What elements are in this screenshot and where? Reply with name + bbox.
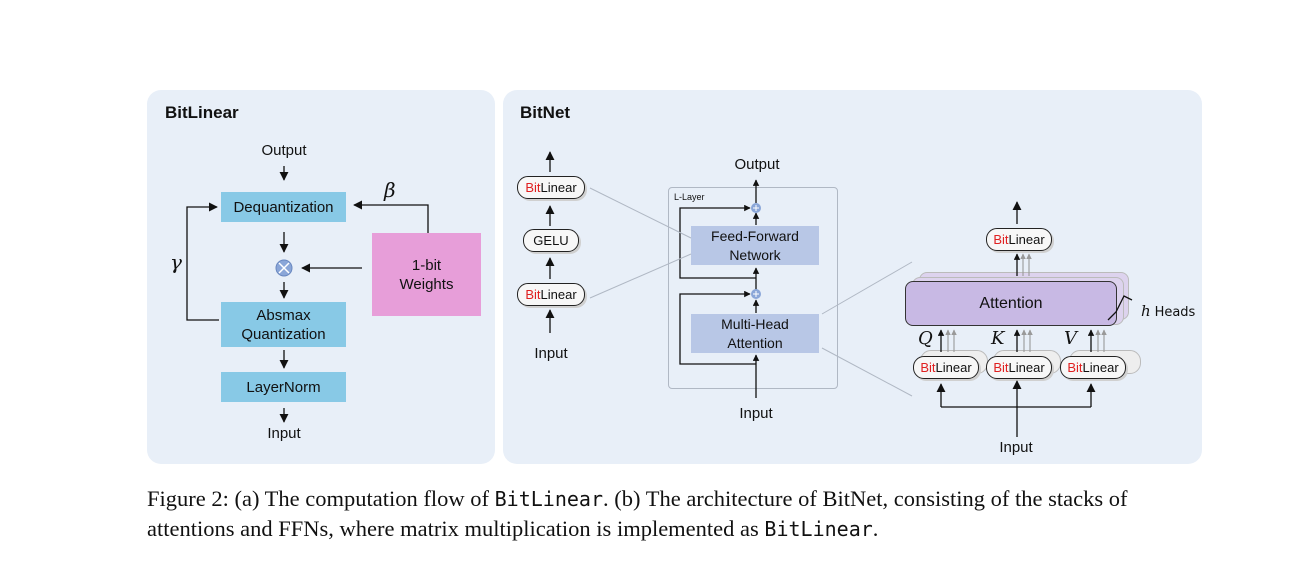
figure-caption: Figure 2: (a) The computation flow of Bi… xyxy=(147,484,1217,544)
h-symbol: h xyxy=(1141,302,1151,320)
k-symbol: K xyxy=(991,328,1005,349)
l-layer-text: L-Layer xyxy=(674,192,705,202)
bitlinear-input-label: Input xyxy=(267,425,301,442)
layernorm-box: LayerNorm xyxy=(221,372,346,402)
ffn-input-label: Input xyxy=(534,345,568,362)
bitlinear-panel-title: BitLinear xyxy=(165,103,239,122)
caption-part2: . (b) The architecture of BitNet, consis… xyxy=(147,486,1128,541)
caption-part1: Figure 2: (a) The computation flow of xyxy=(147,486,495,511)
feed-forward-network-box: Feed-Forward Network xyxy=(691,226,819,265)
bitnet-panel-title: BitNet xyxy=(520,103,571,122)
stack-input-label: Input xyxy=(739,405,773,422)
l-layer-label: L-Layer xyxy=(674,192,705,202)
mha-line1: Multi-Head xyxy=(721,315,789,332)
attention-input-label: Input xyxy=(999,439,1033,456)
heads-label: h Heads xyxy=(1141,302,1195,320)
absmax-quantization-box: Absmax Quantization xyxy=(221,302,346,347)
absmax-line1: Absmax xyxy=(256,306,311,324)
linear-suffix: Linear xyxy=(935,360,972,375)
multi-head-attention-box: Multi-Head Attention xyxy=(691,314,819,353)
absmax-line2: Quantization xyxy=(241,325,326,343)
bit-prefix: Bit xyxy=(525,287,541,302)
q-symbol: Q xyxy=(918,328,933,349)
beta-symbol: β xyxy=(384,178,396,202)
bit-prefix: Bit xyxy=(993,360,1009,375)
gelu-pill: GELU xyxy=(523,229,579,252)
bitlinear-output-label: Output xyxy=(261,142,307,159)
gamma-symbol: γ xyxy=(170,250,182,274)
linear-suffix: Linear xyxy=(540,287,577,302)
bit-prefix: Bit xyxy=(920,360,936,375)
bit-prefix: Bit xyxy=(525,180,541,195)
one-bit-weights-box: 1-bit Weights xyxy=(372,233,481,316)
dequantization-box: Dequantization xyxy=(221,192,346,222)
caption-part3: . xyxy=(872,516,879,541)
linear-suffix: Linear xyxy=(540,180,577,195)
stack-output-label: Output xyxy=(734,156,780,173)
ffn-line1: Feed-Forward xyxy=(711,227,799,244)
linear-suffix: Linear xyxy=(1008,232,1045,247)
attention-box: Attention xyxy=(905,281,1117,326)
layer-stack-frame xyxy=(668,187,838,389)
caption-code2: BitLinear xyxy=(764,517,873,541)
bit-prefix: Bit xyxy=(1067,360,1083,375)
linear-suffix: Linear xyxy=(1082,360,1119,375)
v-symbol: V xyxy=(1064,328,1077,349)
ffn-line2: Network xyxy=(729,246,781,263)
weights-line1: 1-bit xyxy=(411,256,442,274)
mha-line2: Attention xyxy=(727,334,783,351)
heads-text: Heads xyxy=(1154,305,1196,320)
linear-suffix: Linear xyxy=(1008,360,1045,375)
caption-code1: BitLinear xyxy=(494,487,604,511)
weights-line2: Weights xyxy=(399,275,454,293)
bit-prefix: Bit xyxy=(993,232,1009,247)
